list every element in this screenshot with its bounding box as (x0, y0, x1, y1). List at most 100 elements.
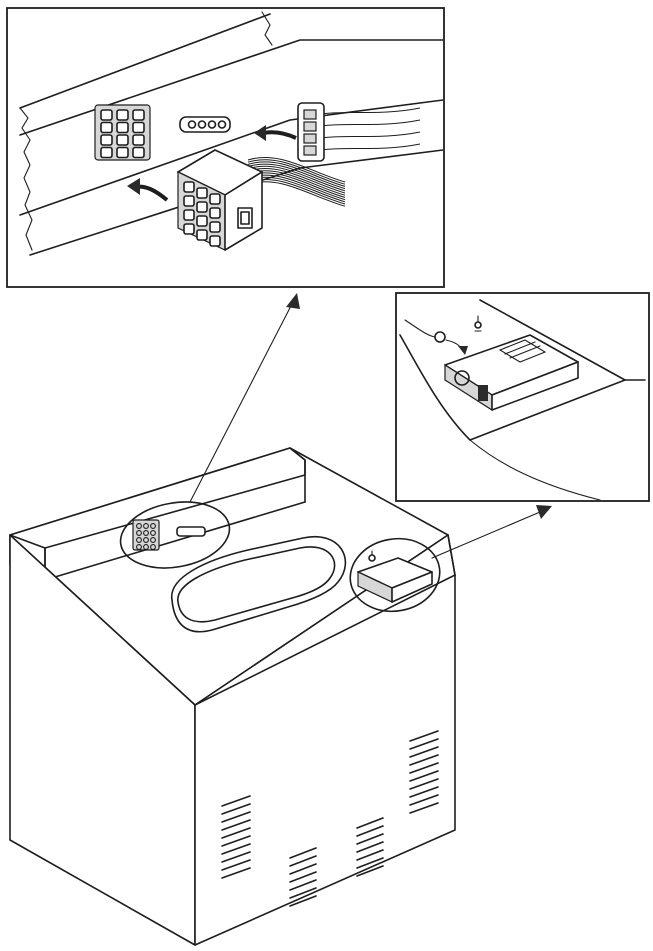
vent-slot (221, 843, 251, 855)
socket-hole (143, 523, 149, 529)
socket-cavity (100, 134, 113, 146)
plug-pin-hole (209, 193, 221, 205)
vent-slot (356, 849, 384, 861)
vent-slot (221, 795, 251, 807)
wire (319, 143, 421, 151)
vent-slot (409, 746, 439, 758)
plug-pin-hole (183, 195, 195, 207)
wire (319, 131, 421, 139)
vent-slot (409, 754, 439, 766)
highlight-circle-right (349, 537, 441, 613)
vent-slot (221, 803, 251, 815)
plug-pin-hole (183, 209, 195, 221)
plug-pin-hole (209, 235, 221, 247)
vent-slot (409, 778, 439, 790)
socket-4pin (179, 116, 231, 133)
vent-slot (289, 879, 317, 891)
plug-12pin (177, 149, 346, 251)
socket-cavity (116, 109, 129, 121)
vent-slot (356, 857, 384, 869)
vent-slot (409, 786, 439, 798)
socket-cavity (132, 109, 145, 121)
socket-12pin (94, 104, 151, 161)
vent-slot (409, 802, 439, 814)
socket-hole (150, 544, 156, 550)
arrow-to-connector-detail (189, 299, 295, 503)
wire (247, 163, 346, 190)
vent-slot (289, 871, 317, 883)
socket-cavity (116, 134, 129, 146)
pointer-arrows (189, 293, 552, 559)
socket-cavity (132, 146, 145, 159)
socket-cavity (116, 146, 129, 159)
vent-slot (221, 859, 251, 871)
vent-slot (221, 827, 251, 839)
module-location (349, 537, 441, 613)
highlight-circle-left (119, 501, 231, 569)
socket-cavity (100, 109, 113, 121)
vent-slot (356, 865, 384, 877)
cabinet-unit (9, 447, 456, 946)
socket-4pin-small (176, 526, 206, 537)
socket-hole (150, 537, 156, 543)
vent-slot (356, 841, 384, 853)
plug-pin-hole (183, 181, 195, 193)
socket-hole (143, 544, 149, 550)
socket-cavity (132, 121, 145, 134)
vent-slot (409, 738, 439, 750)
rail-connector-location (119, 501, 231, 569)
socket-hole (143, 530, 149, 536)
vent-slot (289, 847, 317, 859)
socket-cavity (100, 121, 113, 134)
module-detail-box (395, 292, 650, 502)
vent-slot (289, 855, 317, 867)
vent-slot (221, 851, 251, 863)
wire (319, 119, 421, 127)
plug-pin-hole (209, 207, 221, 219)
plug-pin-hole (196, 201, 208, 213)
vent-slot (221, 867, 251, 879)
wire (247, 167, 346, 194)
vent-slot (409, 794, 439, 806)
wire (247, 161, 346, 187)
vent-slot (289, 863, 317, 875)
socket-hole (136, 530, 142, 536)
vent-slot (409, 730, 439, 742)
wire (247, 159, 346, 185)
plug-pin-hole (196, 229, 208, 241)
vent-slot (409, 770, 439, 782)
socket-hole (143, 537, 149, 543)
top-recess (171, 535, 347, 633)
socket-cavity (132, 134, 145, 146)
vent-slot (356, 833, 384, 845)
plug-4pin (297, 102, 421, 162)
vent-slots (221, 730, 439, 907)
socket-hole (136, 523, 142, 529)
socket-cavity (116, 121, 129, 134)
vent-slot (289, 895, 317, 907)
vent-slot (221, 811, 251, 823)
vent-slot (356, 825, 384, 837)
plug-pin-hole (196, 215, 208, 227)
socket-hole (150, 530, 156, 536)
socket-hole (136, 537, 142, 543)
socket-cavity (100, 146, 113, 159)
insert-arrows (127, 125, 297, 202)
vent-slot (289, 887, 317, 899)
control-module (444, 334, 579, 412)
plug-pin-hole (209, 221, 221, 233)
plug-pin-hole (196, 187, 208, 199)
socket-hole (136, 544, 142, 550)
wire (247, 165, 346, 192)
connector-detail-box (6, 7, 445, 288)
wire (319, 107, 421, 115)
wire (247, 156, 346, 183)
vent-slot (221, 819, 251, 831)
arrow-to-module-detail (431, 511, 541, 559)
socket-hole (150, 523, 156, 529)
vent-slot (409, 762, 439, 774)
vent-slot (221, 835, 251, 847)
vent-slot (356, 817, 384, 829)
